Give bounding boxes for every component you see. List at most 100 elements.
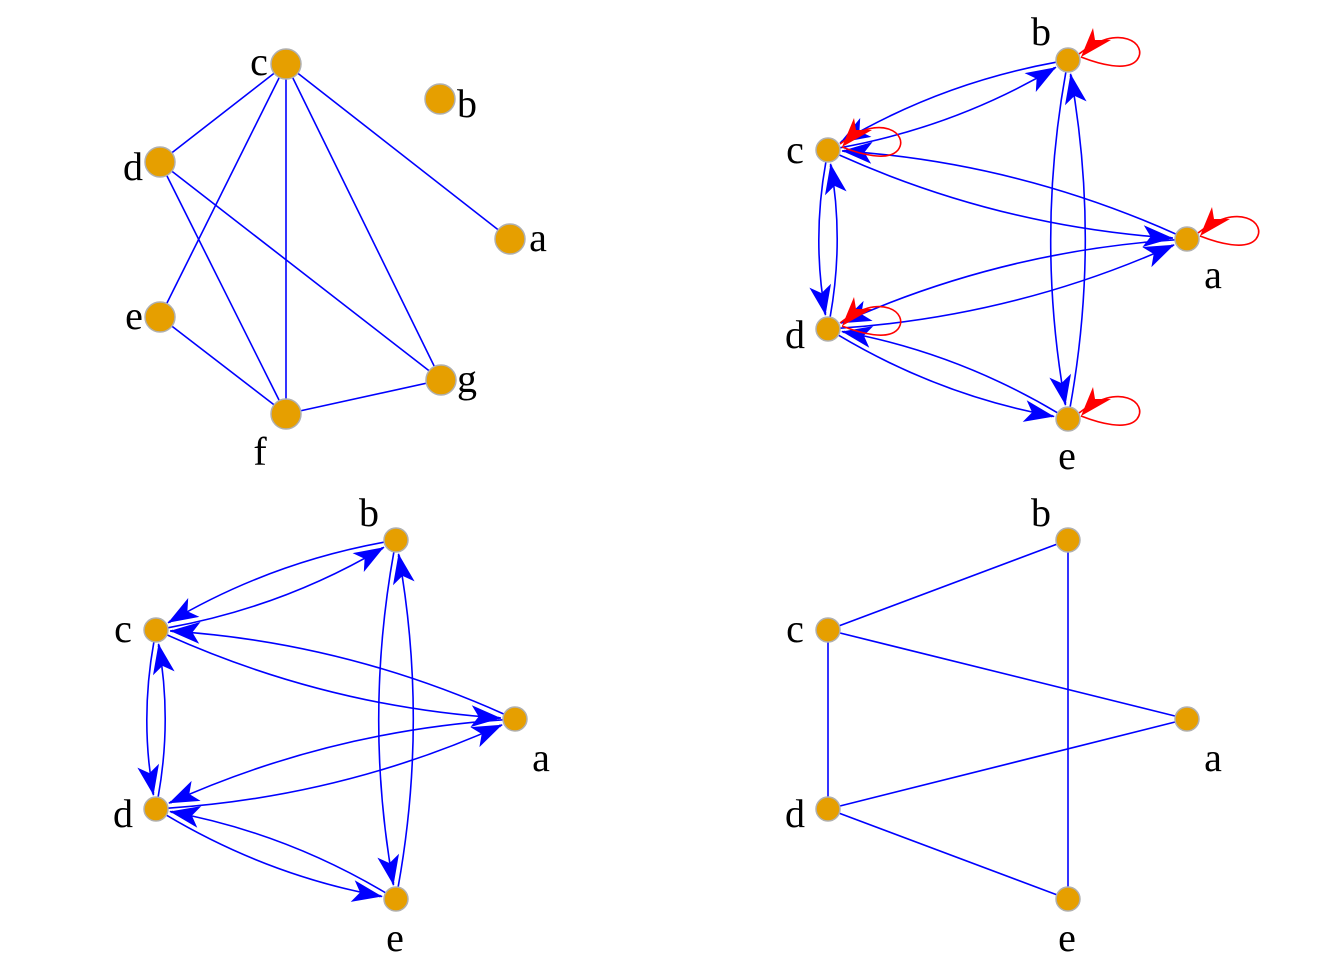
arrowhead-a-c	[170, 621, 201, 644]
node-label-c: c	[114, 606, 132, 651]
node-b	[1055, 47, 1081, 73]
edge-c-a	[838, 154, 1174, 240]
node-b	[1055, 527, 1081, 553]
arrowhead-e-b	[393, 553, 415, 586]
node-d	[815, 796, 841, 822]
edge-c-a	[166, 634, 502, 720]
edge-d-e	[165, 814, 383, 898]
edge-c-e	[159, 63, 287, 318]
self-loop-arrowhead-e	[1081, 387, 1111, 416]
edge-d-f	[159, 161, 287, 415]
self-loop-arrowhead-b	[1081, 28, 1111, 57]
node-label-a: a	[1204, 252, 1222, 297]
self-loop-c	[839, 126, 902, 157]
self-loop-arrowhead-a	[1200, 207, 1230, 236]
edge-c-b	[839, 66, 1057, 149]
edge-e-b	[397, 553, 415, 888]
edge-e-d	[169, 810, 387, 894]
node-a	[1174, 706, 1200, 732]
edge-a-d	[168, 719, 504, 804]
node-label-c: c	[786, 606, 804, 651]
edge-d-a	[167, 724, 503, 809]
node-label-b: b	[1031, 490, 1051, 535]
edge-a-c	[169, 629, 505, 715]
edge-d-a	[839, 244, 1175, 329]
edge-b-c	[839, 61, 1057, 144]
arrowhead-d-c	[153, 643, 175, 676]
node-a	[502, 706, 528, 732]
arrowhead-e-d	[841, 326, 874, 348]
node-c	[143, 617, 169, 643]
node-e	[1055, 886, 1081, 912]
arrowhead-b-e	[377, 853, 399, 886]
graph-panel-4: a b c d e	[785, 490, 1222, 960]
self-loop-e	[1078, 395, 1141, 426]
node-label-a: a	[1204, 735, 1222, 780]
node-b	[383, 527, 409, 553]
edge-e-b	[1069, 73, 1087, 408]
node-label-d: d	[785, 791, 805, 836]
arrowhead-c-d	[809, 283, 831, 316]
edge-d-e	[837, 334, 1055, 418]
self-loop-arrowhead-d	[842, 297, 872, 326]
arrowhead-b-e	[1049, 373, 1071, 406]
edge-b-e	[377, 551, 395, 886]
node-c	[815, 617, 841, 643]
node-label-b: b	[359, 490, 379, 535]
edge-d-e	[827, 808, 1069, 900]
node-label-d: d	[785, 312, 805, 357]
node-f	[270, 398, 302, 430]
node-label-a: a	[532, 735, 550, 780]
node-d	[143, 796, 169, 822]
node-label-d: d	[123, 144, 143, 189]
arrowhead-a-d	[168, 780, 201, 804]
arrowhead-c-d	[137, 763, 159, 796]
node-label-e: e	[1058, 915, 1076, 960]
node-e	[144, 301, 176, 333]
edge-c-d	[159, 63, 287, 163]
node-g	[425, 364, 457, 396]
arrowhead-b-c	[168, 598, 200, 623]
graph-panel-2: a b c d e	[785, 9, 1260, 478]
arrowhead-d-a	[1142, 244, 1175, 268]
node-c	[270, 48, 302, 80]
node-d	[815, 316, 841, 342]
node-e	[383, 886, 409, 912]
node-label-b: b	[1031, 9, 1051, 54]
node-label-a: a	[529, 215, 547, 260]
arrowhead-c-b	[352, 547, 384, 572]
self-loop-b	[1078, 36, 1141, 67]
arrowhead-d-a	[470, 724, 503, 748]
arrowhead-c-b	[1024, 67, 1056, 92]
edge-c-b	[167, 546, 385, 629]
node-a	[1174, 226, 1200, 252]
node-d	[144, 146, 176, 178]
edge-a-c	[285, 63, 511, 240]
self-loop-arrowhead-c	[842, 118, 872, 147]
edge-f-g	[285, 379, 442, 415]
edge-e-d	[841, 330, 1059, 414]
node-b	[424, 83, 456, 115]
node-label-f: f	[253, 429, 267, 474]
node-a	[494, 223, 526, 255]
edge-d-g	[159, 161, 442, 381]
self-loop-d	[839, 305, 902, 336]
edge-b-e	[1049, 71, 1067, 406]
node-e	[1055, 406, 1081, 432]
arrowhead-e-b	[1065, 73, 1087, 106]
arrowhead-d-e	[1022, 400, 1055, 422]
arrowhead-d-c	[825, 163, 847, 196]
node-label-c: c	[250, 39, 268, 84]
self-loop-a	[1197, 215, 1260, 246]
node-label-e: e	[125, 293, 143, 338]
edge-e-f	[159, 316, 287, 415]
node-label-e: e	[386, 915, 404, 960]
node-label-e: e	[1058, 433, 1076, 478]
node-label-c: c	[786, 127, 804, 172]
edge-a-d	[840, 239, 1176, 324]
edge-b-c	[827, 539, 1069, 631]
node-label-g: g	[457, 356, 477, 401]
